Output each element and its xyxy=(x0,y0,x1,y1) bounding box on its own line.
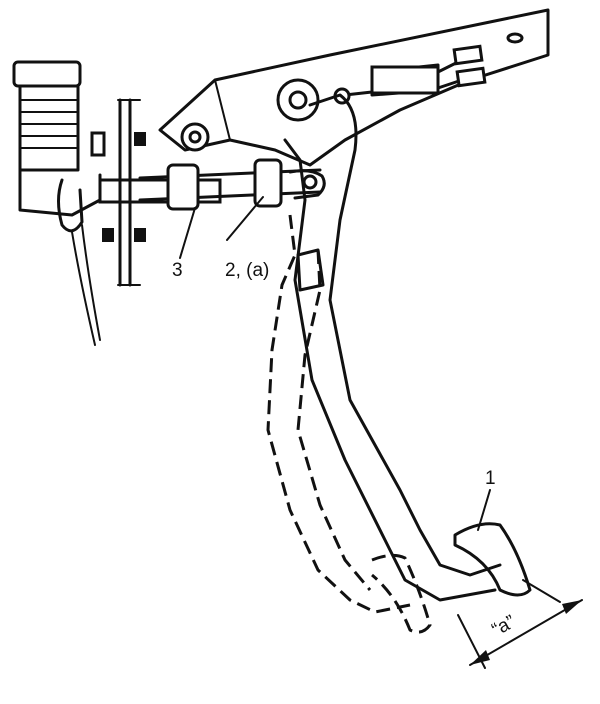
pedal-bracket xyxy=(158,8,550,167)
lock-nut-3 xyxy=(166,163,200,211)
dash-panel xyxy=(102,98,146,287)
label-pedal-pad: 1 xyxy=(485,468,496,489)
push-rod-assembly xyxy=(138,158,326,211)
label-lock-nut: 3 xyxy=(172,260,183,281)
label-push-rod-nut: 2, (a) xyxy=(225,260,269,281)
bracket-slot-icon xyxy=(506,32,524,44)
leader-lines xyxy=(179,196,491,531)
pedal-switch xyxy=(333,44,487,105)
pedal-pad xyxy=(453,522,532,597)
pedal-arm xyxy=(283,93,502,602)
dimension-a xyxy=(457,579,583,669)
label-dimension-a: “a” xyxy=(489,611,519,640)
pedal-released-outline xyxy=(266,214,432,634)
push-rod-nut-2 xyxy=(253,158,283,208)
